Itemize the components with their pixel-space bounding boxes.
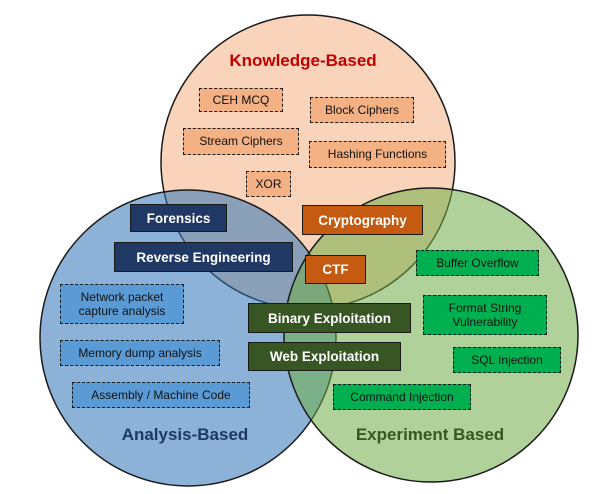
item-sql-injection: SQL Injection xyxy=(453,347,561,373)
item-block-ciphers: Block Ciphers xyxy=(310,97,414,123)
analysis-title: Analysis-Based xyxy=(122,425,249,444)
item-ctf: CTF xyxy=(305,255,366,284)
knowledge-title: Knowledge-Based xyxy=(229,51,376,70)
item-format-string: Format String Vulnerability xyxy=(423,295,547,335)
item-forensics: Forensics xyxy=(130,204,227,232)
item-reverse-engineering: Reverse Engineering xyxy=(114,242,293,272)
item-command-injection: Command Injection xyxy=(333,384,471,410)
item-hashing-functions: Hashing Functions xyxy=(309,141,446,168)
item-stream-ciphers: Stream Ciphers xyxy=(183,128,299,155)
experiment-title: Experiment Based xyxy=(356,425,504,444)
item-cryptography: Cryptography xyxy=(302,205,423,235)
item-xor: XOR xyxy=(246,171,291,197)
item-network-packet: Network packet capture analysis xyxy=(60,284,184,324)
item-buffer-overflow: Buffer Overflow xyxy=(416,250,539,276)
item-memory-dump: Memory dump analysis xyxy=(60,340,220,366)
item-binary-exploitation: Binary Exploitation xyxy=(248,303,411,333)
item-web-exploitation: Web Exploitation xyxy=(248,342,401,371)
item-assembly: Assembly / Machine Code xyxy=(72,382,250,408)
item-ceh-mcq: CEH MCQ xyxy=(199,88,283,112)
